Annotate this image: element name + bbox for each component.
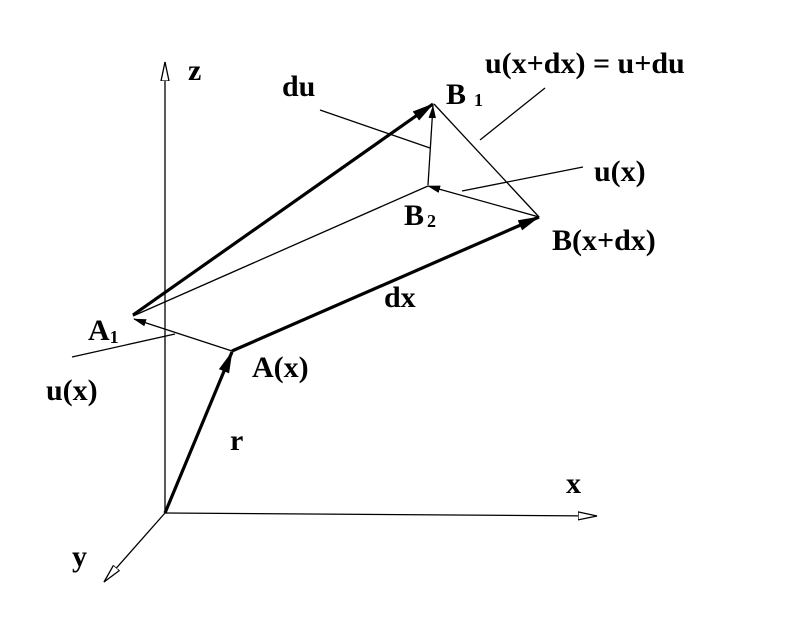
du-label: du [282,70,315,103]
a1-subscript: 1 [110,327,119,347]
u-left-label: u(x) [46,374,98,407]
a1-b2-line [132,185,429,317]
du-leader [319,109,431,149]
du-vector [427,105,436,186]
a-of-x-label: A(x) [252,351,309,384]
u-left-leader [71,333,176,358]
u-top-label: u(x+dx) = u+du [485,47,685,80]
z-axis-label: z [188,54,201,87]
dx-vector [231,215,541,353]
y-axis-label: y [72,540,87,573]
b1-letter: B [446,78,466,111]
r-label: r [230,424,243,457]
u-top-leader [479,87,546,141]
y-axis [104,512,166,582]
a1-b1-vector [132,102,434,317]
displacement-u-at-a [133,318,233,352]
b-b1-line [433,103,540,218]
b1-subscript: 1 [474,90,483,110]
b-of-x-plus-dx-label: B(x+dx) [552,224,656,257]
b2-letter: B [404,199,424,232]
x-axis [164,513,597,516]
u-right-leader [461,166,584,192]
u-right-label: u(x) [594,155,646,188]
x-axis-label: x [566,467,581,500]
position-vector-r [163,350,234,514]
displacement-u-at-b [427,185,540,218]
a1-label: A1 [88,314,119,347]
b2-subscript: 2 [427,211,436,231]
dx-label: dx [384,281,416,314]
a1-letter: A [88,314,110,347]
